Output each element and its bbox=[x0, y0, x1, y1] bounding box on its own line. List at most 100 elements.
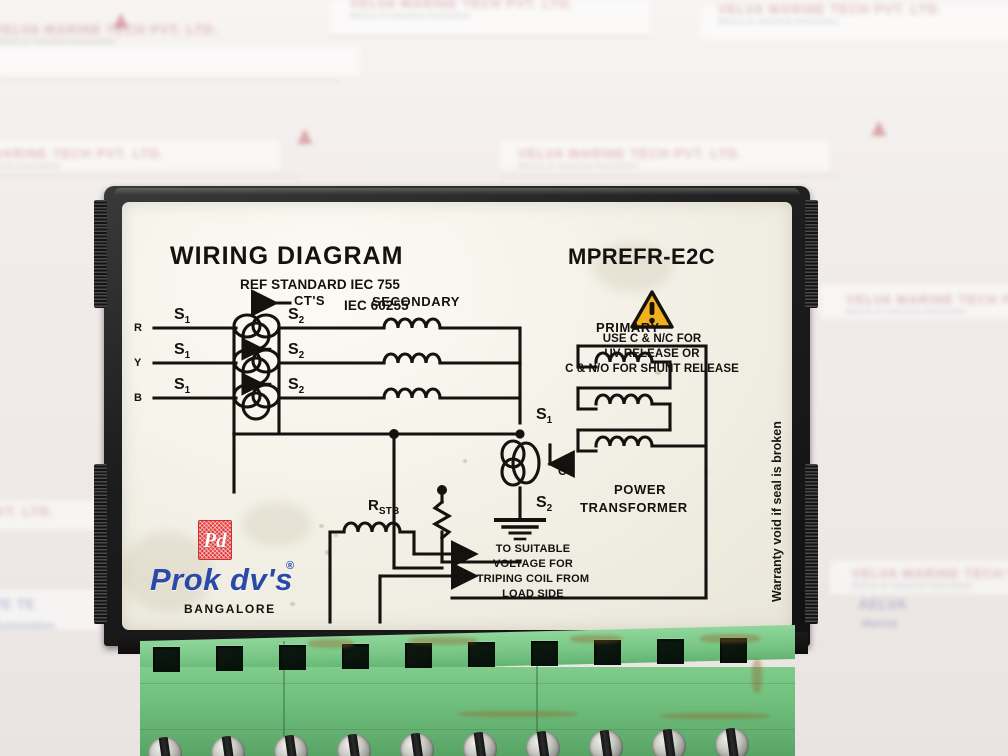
terminal-hole[interactable] bbox=[720, 638, 747, 663]
background-watermark: VELVA MARINE TECH PVT. LTD. Marine & Ind… bbox=[350, 0, 574, 20]
terminal-screw[interactable] bbox=[400, 733, 434, 756]
ct-group-label: CT'S bbox=[294, 293, 326, 308]
secondary-label: SECONDARY bbox=[372, 294, 460, 309]
terminal-s1-y: S1 bbox=[174, 341, 191, 362]
watermark-title: VELVA MARINE TECH PVT. LTD. bbox=[718, 2, 943, 17]
rust-stain bbox=[700, 634, 760, 643]
terminal-screw[interactable] bbox=[337, 734, 371, 756]
watermark-title: VELVA MARINE TECH PVT. LTD. bbox=[0, 146, 165, 161]
rust-stain bbox=[308, 639, 354, 648]
terminal-block-seam-line bbox=[140, 729, 795, 730]
terminal-screw[interactable] bbox=[274, 735, 308, 756]
label-speck bbox=[463, 459, 467, 463]
brand-city: BANGALORE bbox=[184, 602, 276, 616]
watermark-title: VELVA MARINE TECH PVT. LTD. bbox=[0, 22, 219, 37]
warranty-notice: Warranty void if seal is broken bbox=[770, 421, 784, 602]
warning-line-1: USE C & N/C FOR bbox=[602, 333, 702, 345]
mounting-clip-right-bottom bbox=[805, 464, 818, 624]
ct-terminal-s1: S1 bbox=[536, 406, 553, 427]
terminal-hole[interactable] bbox=[216, 646, 243, 671]
label-smudge bbox=[592, 242, 672, 292]
trip-note-line-1: TO SUITABLE bbox=[495, 543, 571, 555]
warning-line-2: UV RELEASE OR bbox=[604, 348, 700, 360]
watermark-title: VELVA MARINE TECH PVT. LTD. bbox=[846, 292, 1008, 307]
background-watermark: VELVA MARINE TECH PVT. LTD. Marine & Ind… bbox=[0, 146, 164, 170]
label-speck bbox=[319, 524, 324, 528]
terminal-s2-y: S2 bbox=[288, 341, 305, 362]
terminal-hole[interactable] bbox=[531, 641, 558, 666]
terminal-s2-r: S2 bbox=[288, 306, 305, 327]
label-speck bbox=[334, 534, 338, 537]
background-text-blur: Marine bbox=[862, 618, 898, 630]
watermark-title: VELVA MARINE TECH PVT. LTD. bbox=[0, 504, 55, 519]
rust-stain bbox=[408, 637, 478, 645]
rust-stain bbox=[660, 713, 770, 719]
terminal-screw[interactable] bbox=[652, 729, 686, 756]
background-watermark: VELVA MARINE TECH PVT. LTD. Marine & Ind… bbox=[718, 2, 942, 26]
trip-note-line-2: VOLTAGE FOR bbox=[492, 558, 573, 570]
logo-monogram: Pd bbox=[203, 527, 227, 552]
terminal-hole[interactable] bbox=[468, 642, 495, 667]
watermark-logo-mark: ▲ bbox=[292, 120, 318, 150]
terminal-screw[interactable] bbox=[148, 737, 182, 756]
ref-standard-line-1: REF STANDARD IEC 755 bbox=[240, 277, 401, 292]
warning-line-3: C & N/O FOR SHUNT RELEASE bbox=[565, 363, 739, 375]
terminal-screw[interactable] bbox=[589, 730, 623, 756]
terminal-screw[interactable] bbox=[526, 731, 560, 756]
ct-terminal-s2: S2 bbox=[536, 494, 553, 515]
terminal-block-seam-line bbox=[140, 683, 795, 684]
watermark-subtitle: Marine & Industrial Automation bbox=[0, 519, 54, 528]
terminal-hole[interactable] bbox=[594, 640, 621, 665]
terminal-hole[interactable] bbox=[405, 643, 432, 668]
ct-label: CT bbox=[558, 464, 574, 478]
mounting-clip-left-bottom bbox=[94, 464, 107, 624]
wiring-diagram-label: WIRING DIAGRAM MPREFR-E2C REF STANDARD I… bbox=[122, 202, 792, 630]
watermark-subtitle: Marine & Industrial Automation bbox=[0, 161, 61, 170]
power-transformer-label-line2: TRANSFORMER bbox=[580, 500, 688, 515]
ref-standard-line-2: IEC 60255 bbox=[344, 298, 409, 313]
label-smudge bbox=[122, 532, 212, 612]
label-speck bbox=[655, 370, 661, 375]
terminal-hole[interactable] bbox=[342, 644, 369, 669]
terminal-screw[interactable] bbox=[715, 728, 749, 756]
power-transformer-label-line1: POWER bbox=[614, 482, 667, 497]
background-watermark: VELVA MARINE TECH PVT. LTD. Marine & Ind… bbox=[518, 146, 742, 170]
background-text-blur: VE TE bbox=[0, 596, 36, 613]
page-title: WIRING DIAGRAM bbox=[170, 242, 404, 270]
terminal-s2-b: S2 bbox=[288, 376, 305, 397]
rust-stain bbox=[458, 711, 578, 717]
mounting-clip-left-top bbox=[94, 200, 107, 308]
label-speck bbox=[325, 550, 331, 555]
terminal-hole[interactable] bbox=[153, 647, 180, 672]
mounting-clip-right-top bbox=[805, 200, 818, 308]
watermark-logo-mark: ▲ bbox=[108, 4, 134, 34]
terminal-s1-r: S1 bbox=[174, 306, 191, 327]
trip-note-line-4: LOAD SIDE bbox=[502, 588, 564, 600]
bezel-highlight bbox=[114, 188, 800, 195]
background-watermark: VELVA MARINE TECH PVT. LTD. Marine & Ind… bbox=[0, 504, 54, 528]
watermark-subtitle: Marine & Industrial Automation bbox=[852, 581, 973, 590]
background-watermark: VELVA MARINE TECH PVT. LTD. Marine & Ind… bbox=[846, 292, 1008, 316]
model-number: MPREFR-E2C bbox=[568, 244, 716, 269]
terminal-block bbox=[140, 624, 795, 756]
terminal-hole[interactable] bbox=[657, 639, 684, 664]
background-watermark: VELVA MARINE TECH PVT. LTD. Marine & Ind… bbox=[0, 22, 218, 46]
phase-label-y: Y bbox=[134, 357, 142, 369]
watermark-subtitle: Marine & Industrial Automation bbox=[718, 17, 839, 26]
trip-note-line-3: TRIPING COIL FROM bbox=[476, 573, 590, 585]
prok-dvs-logo-mark: Pd bbox=[198, 520, 232, 560]
mprefr-e2c-relay-device: WIRING DIAGRAM MPREFR-E2C REF STANDARD I… bbox=[94, 186, 818, 756]
terminal-screw[interactable] bbox=[463, 732, 497, 756]
watermark-title: VELVA MARINE TECH PVT. LTD. bbox=[350, 0, 575, 11]
registered-mark: ® bbox=[286, 560, 295, 572]
background-text-blur: Automation bbox=[0, 620, 56, 632]
background-text-blur: AELVA bbox=[858, 596, 907, 613]
background-watermark: VELVA MARINE TECH PVT. LTD. Marine & Ind… bbox=[852, 566, 1008, 590]
rust-stain bbox=[752, 659, 762, 693]
watermark-subtitle: Marine & Industrial Automation bbox=[846, 307, 967, 316]
watermark-subtitle: Marine & Industrial Automation bbox=[350, 11, 471, 20]
rstb-resistor-label: RSTB bbox=[368, 497, 400, 517]
terminal-screw[interactable] bbox=[211, 736, 245, 756]
terminal-hole[interactable] bbox=[279, 645, 306, 670]
